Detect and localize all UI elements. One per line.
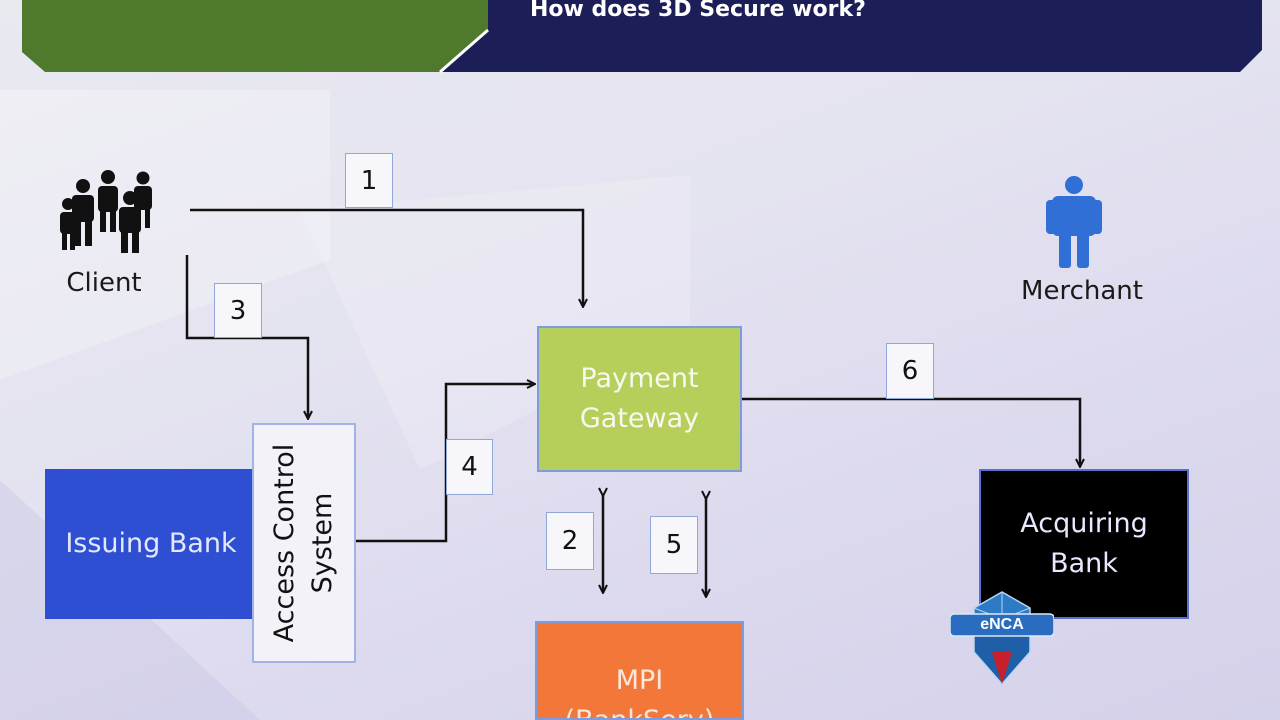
- header-navy-panel: [440, 0, 1262, 72]
- access-control-system-label: Access Control System: [269, 443, 338, 643]
- acquiring-bank-box: Acquiring Bank: [979, 469, 1189, 619]
- enca-logo-emblem: [950, 591, 1054, 686]
- payment-gateway-box: Payment Gateway: [537, 326, 742, 472]
- person-icon: [1046, 176, 1102, 268]
- step-4-badge: 4: [446, 439, 493, 495]
- merchant-label: Merchant: [1021, 276, 1143, 306]
- client-label: Client: [66, 268, 142, 298]
- step-5-badge: 5: [650, 516, 698, 574]
- page-title: How does 3D Secure work?: [530, 0, 866, 22]
- connector-step-3: [185, 255, 308, 418]
- connector-step-6: [742, 397, 1080, 466]
- header-green-panel: [22, 0, 488, 72]
- header-banner: [22, 0, 1262, 74]
- connector-step-4: [356, 384, 534, 543]
- step-2-badge: 2: [546, 512, 594, 570]
- issuing-bank-box: Issuing Bank: [45, 469, 257, 619]
- enca-logo-text: eNCA: [980, 616, 1024, 633]
- step-1-badge: 1: [345, 153, 393, 208]
- step-6-badge: 6: [886, 343, 934, 399]
- connector-step-1: [190, 208, 583, 306]
- people-icon: [60, 170, 152, 253]
- mpi-label: MPI (BankServ): [565, 665, 715, 718]
- mpi-box: MPI (BankServ): [535, 621, 744, 720]
- access-control-system-box: Access Control System: [252, 423, 356, 663]
- enca-logo: eNCA: [950, 590, 1054, 686]
- step-3-badge: 3: [214, 283, 262, 338]
